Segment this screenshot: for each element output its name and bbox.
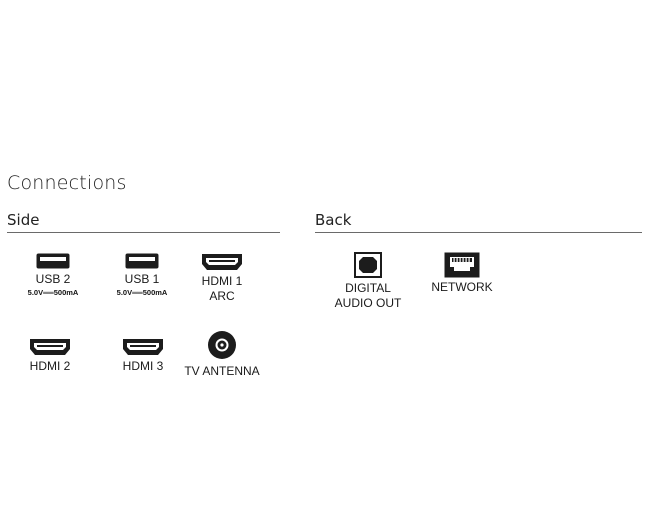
optical-audio-icon: [354, 252, 382, 278]
port-tv-antenna: TV ANTENNA: [181, 330, 263, 379]
hdmi1-label-line2: ARC: [209, 289, 235, 303]
back-heading: Back: [315, 211, 352, 229]
port-digital-audio-out: DIGITAL AUDIO OUT: [328, 252, 408, 311]
digital-audio-label-line1: DIGITAL: [345, 281, 391, 295]
connections-title: Connections: [7, 172, 127, 194]
tv-antenna-label: TV ANTENNA: [184, 364, 260, 378]
usb-port-icon: [125, 253, 159, 269]
usb1-spec: 5.0V══500mA: [116, 288, 168, 297]
usb2-label: USB 2: [35, 272, 71, 286]
network-label: NETWORK: [431, 280, 493, 294]
hdmi-port-icon: [123, 339, 163, 355]
digital-audio-label-line2: AUDIO OUT: [334, 296, 402, 310]
port-network: NETWORK: [422, 252, 502, 295]
side-heading: Side: [7, 211, 40, 229]
hdmi-port-icon: [30, 339, 70, 355]
back-divider: [315, 232, 642, 233]
port-hdmi1-arc: HDMI 1 ARC: [182, 253, 262, 304]
port-hdmi3: HDMI 3: [103, 338, 183, 374]
side-divider: [7, 232, 280, 233]
usb2-spec: 5.0V══500mA: [27, 288, 79, 297]
port-hdmi2: HDMI 2: [10, 338, 90, 374]
ethernet-port-icon: [444, 252, 480, 278]
hdmi2-label: HDMI 2: [29, 359, 71, 373]
hdmi-port-icon: [202, 254, 242, 270]
hdmi3-label: HDMI 3: [122, 359, 164, 373]
usb1-label: USB 1: [124, 272, 160, 286]
usb-port-icon: [36, 253, 70, 269]
port-usb1: USB 1 5.0V══500mA: [102, 253, 182, 298]
coaxial-antenna-icon: [208, 331, 236, 359]
hdmi1-label-line1: HDMI 1: [201, 274, 243, 288]
port-usb2: USB 2 5.0V══500mA: [13, 253, 93, 298]
